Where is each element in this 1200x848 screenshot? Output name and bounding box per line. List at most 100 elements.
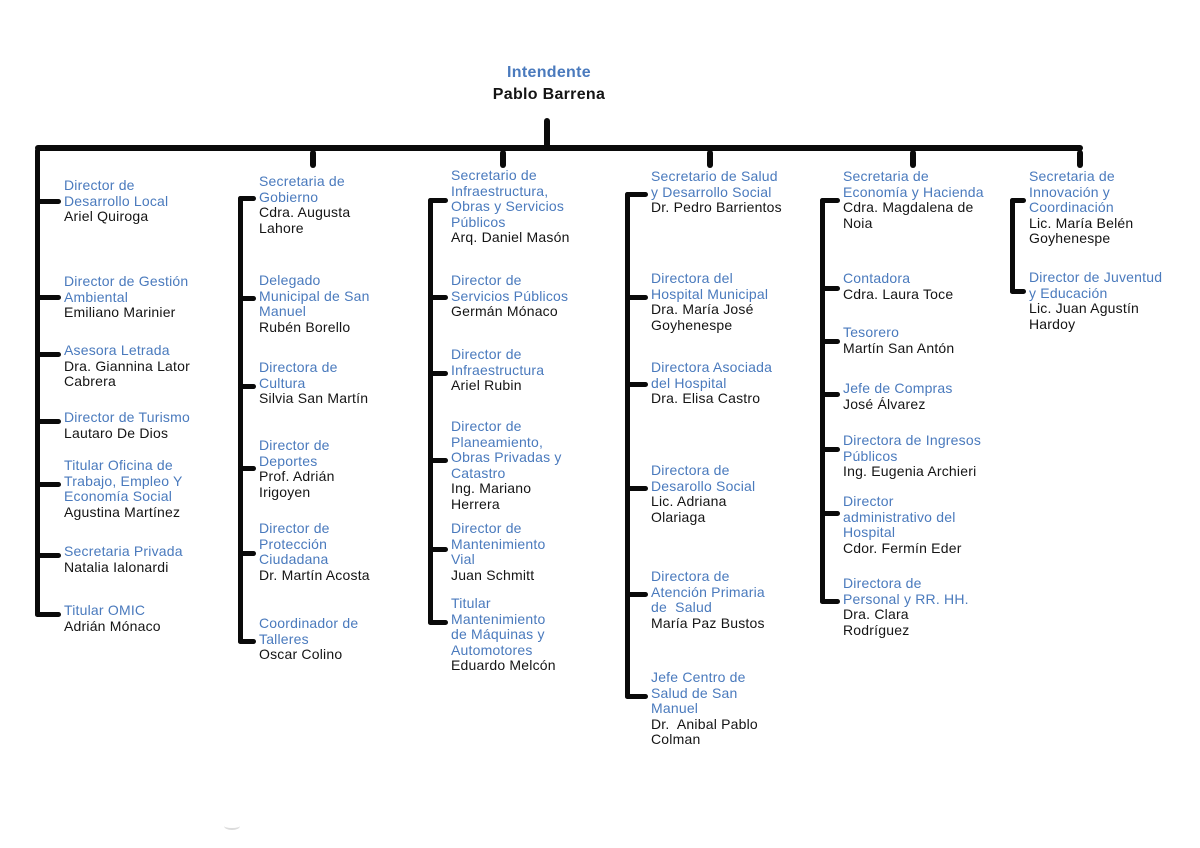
node-person: Cdor. Fermín Eder (843, 539, 962, 556)
spine-gobierno (238, 196, 243, 644)
node-infraestructura-0: Secretario de Infraestructura, Obras y S… (451, 167, 570, 246)
node-person: Dr. Martín Acosta (259, 566, 370, 583)
node-person: Dr. Pedro Barrientos (651, 199, 782, 215)
node-title: Director de Turismo (64, 409, 190, 425)
node-title: Jefe de Compras (843, 380, 953, 396)
drop-infraestructura (500, 150, 506, 168)
connector-bar (35, 145, 1083, 151)
node-person: Cdra. Magdalena de Noia (843, 199, 974, 231)
spine-innovacion (1010, 198, 1015, 294)
node-person: Agustina Martínez (64, 503, 181, 520)
node-title: Secretaria de Gobierno (259, 173, 345, 205)
tick-salud-3 (625, 486, 648, 491)
node-title: Director de Gestión Ambiental (64, 273, 189, 305)
node-person: Lic. María Belén Goyhenespe (1029, 214, 1134, 246)
node-person: Natalia Ialonardi (64, 558, 169, 575)
node-title: Jefe Centro de Salud de San Manuel (651, 669, 746, 716)
tick-desarrollo-local-6 (35, 612, 61, 617)
node-title: Director de Planeamiento, Obras Privadas… (451, 418, 562, 481)
node-title: Director de Juventud y Educación (1029, 269, 1163, 301)
node-person: Dra. Clara Rodríguez (843, 606, 910, 638)
node-desarrollo-local-4: Titular Oficina de Trabajo, Empleo Y Eco… (64, 457, 183, 520)
node-person: Dra. Elisa Castro (651, 390, 761, 406)
tick-desarrollo-local-5 (35, 553, 61, 558)
tick-desarrollo-local-3 (35, 419, 61, 424)
drop-salud (707, 150, 713, 168)
node-title: Titular Mantenimiento de Máquinas y Auto… (451, 595, 546, 658)
node-person: Ariel Rubin (451, 377, 522, 393)
node-person: Adrián Mónaco (64, 617, 161, 634)
node-person: Lautaro De Dios (64, 424, 169, 441)
node-title: Director administrativo del Hospital (843, 493, 956, 540)
node-title: Contadora (843, 270, 911, 286)
node-title: Directora de Desarollo Social (651, 462, 756, 494)
node-person: Prof. Adrián Irigoyen (259, 468, 335, 500)
node-title: Titular OMIC (64, 602, 146, 618)
drop-economia (910, 150, 916, 168)
root-node: Intendente Pablo Barrena (449, 62, 649, 106)
root-stem (544, 118, 550, 151)
tick-gobierno-3 (238, 466, 256, 471)
node-title: Directora de Ingresos Públicos (843, 432, 982, 464)
node-title: Secretaria de Innovación y Coordinación (1029, 168, 1115, 215)
node-person: Martín San Antón (843, 339, 955, 356)
tick-gobierno-0 (238, 196, 256, 201)
node-title: Secretaria de Economía y Hacienda (843, 168, 984, 200)
tick-salud-4 (625, 592, 648, 597)
node-title: Director de Infraestructura (451, 346, 545, 378)
node-person: Ing. Eugenia Archieri (843, 463, 977, 479)
stray-mark (224, 822, 240, 830)
tick-economia-4 (820, 447, 840, 452)
node-title: Director de Servicios Públicos (451, 272, 569, 304)
tick-infraestructura-2 (428, 371, 448, 376)
tick-infraestructura-3 (428, 458, 448, 463)
tick-innovacion-1 (1010, 289, 1026, 294)
tick-economia-0 (820, 198, 840, 203)
node-person: Ing. Mariano Herrera (451, 480, 532, 512)
node-person: Dra. Giannina Lator Cabrera (64, 357, 190, 389)
node-person: María Paz Bustos (651, 614, 765, 631)
node-title: Titular Oficina de Trabajo, Empleo Y Eco… (64, 457, 183, 504)
tick-economia-3 (820, 392, 840, 397)
tick-salud-1 (625, 295, 648, 300)
root-person: Pablo Barrena (492, 86, 606, 103)
node-title: Directora del Hospital Municipal (651, 270, 769, 302)
tick-economia-1 (820, 286, 840, 291)
tick-gobierno-2 (238, 384, 256, 389)
tick-salud-5 (625, 694, 648, 699)
node-person: Dra. María José Goyhenespe (651, 301, 754, 333)
tick-economia-5 (820, 511, 840, 516)
node-title: Secretaria Privada (64, 543, 183, 559)
tick-desarrollo-local-1 (35, 295, 61, 300)
tick-infraestructura-4 (428, 547, 448, 552)
spine-economia (820, 198, 825, 604)
node-title: Asesora Letrada (64, 342, 170, 358)
node-infraestructura-5: Titular Mantenimiento de Máquinas y Auto… (451, 595, 556, 674)
node-person: Oscar Colino (259, 646, 343, 662)
node-person: Juan Schmitt (451, 566, 535, 583)
node-title: Directora de Personal y RR. HH. (843, 575, 969, 607)
spine-salud (625, 192, 630, 699)
node-title: Secretario de Infraestructura, Obras y S… (451, 167, 565, 230)
node-title: Director de Mantenimiento Vial (451, 520, 546, 567)
spine-desarrollo-local (35, 148, 40, 617)
node-title: Director de Protección Ciudadana (259, 520, 330, 567)
